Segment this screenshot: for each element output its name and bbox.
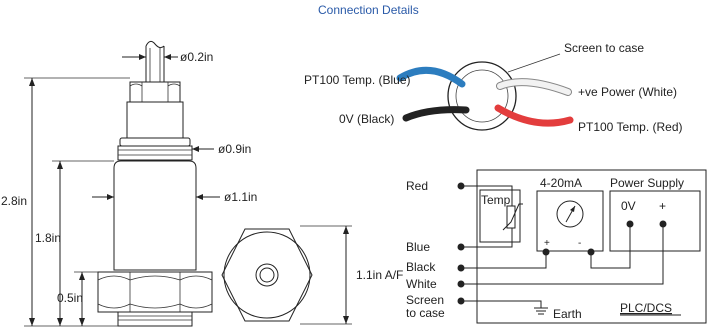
body-diameter-label: ø1.1in	[224, 190, 257, 204]
blue-wire	[396, 66, 466, 88]
sensor-thread	[117, 311, 193, 327]
terminal-label-screen: Screen	[406, 293, 444, 307]
meter-plus-label: +	[544, 238, 550, 249]
white-wire	[497, 79, 571, 95]
current-loop-label: 4-20mA	[540, 176, 582, 190]
top-hex-nut	[129, 81, 181, 103]
dimension-labels: ø0.2in ø0.9in ø1.1in 2.8in 1.8in 0.5in 1…	[1, 50, 403, 305]
sensor-body	[113, 160, 197, 271]
cable-screen	[455, 69, 509, 123]
terminal-label-white: White	[406, 277, 437, 291]
pt100-red-label: PT100 Temp. (Red)	[578, 120, 683, 134]
temp-label: Temp	[481, 193, 511, 207]
hex-af-label: 1.1in A/F	[356, 268, 403, 282]
meter-minus-label: -	[578, 238, 581, 249]
hex-height-label: 0.5in	[57, 291, 83, 305]
body-height-label: 1.8in	[35, 231, 61, 245]
zero-v-black-label: 0V (Black)	[339, 112, 394, 126]
terminal-label-red: Red	[406, 179, 428, 193]
supply-plus-label: +	[659, 199, 666, 213]
cable-diameter-label: ø0.2in	[180, 50, 213, 64]
cable-jacket	[447, 61, 517, 131]
power-white-label: +ve Power (White)	[578, 85, 677, 99]
schematic-wires	[461, 185, 664, 315]
black-wire	[402, 106, 470, 122]
screen-to-case-label: Screen to case	[564, 41, 644, 55]
connection-details-title: Connection Details	[318, 3, 419, 17]
hex-end-view	[221, 228, 313, 322]
current-loop-box	[536, 190, 604, 252]
sensor-side-view	[97, 40, 213, 327]
meter-icon	[556, 200, 584, 228]
red-wire	[494, 104, 574, 127]
temp-box	[479, 189, 521, 243]
overall-height-label: 2.8in	[1, 194, 27, 208]
connection-labels: Screen to case PT100 Temp. (Blue) +ve Po…	[304, 41, 683, 134]
schematic-labels: Red Blue Black White Screen to case Temp…	[406, 176, 684, 321]
terminal-label-black: Black	[406, 260, 436, 274]
terminal-label-blue: Blue	[406, 240, 430, 254]
dimension-lines	[24, 54, 352, 327]
wiring-schematic	[457, 169, 707, 324]
thermistor-icon	[506, 205, 516, 229]
cap-diameter-label: ø0.9in	[218, 142, 251, 156]
plc-dcs-label: PLC/DCS	[620, 301, 672, 315]
supply-zero-v-label: 0V	[621, 199, 636, 213]
sensor-neck	[126, 101, 184, 139]
cap-collar	[117, 137, 193, 161]
pt100-blue-label: PT100 Temp. (Blue)	[304, 73, 411, 87]
cable-end-drawing	[396, 53, 574, 131]
terminal-label-to-case: to case	[406, 306, 445, 320]
earth-label: Earth	[553, 307, 582, 321]
power-supply-label: Power Supply	[610, 176, 684, 190]
power-supply-box	[609, 190, 701, 252]
sensor-cable	[145, 40, 165, 82]
bottom-hex	[97, 271, 213, 313]
